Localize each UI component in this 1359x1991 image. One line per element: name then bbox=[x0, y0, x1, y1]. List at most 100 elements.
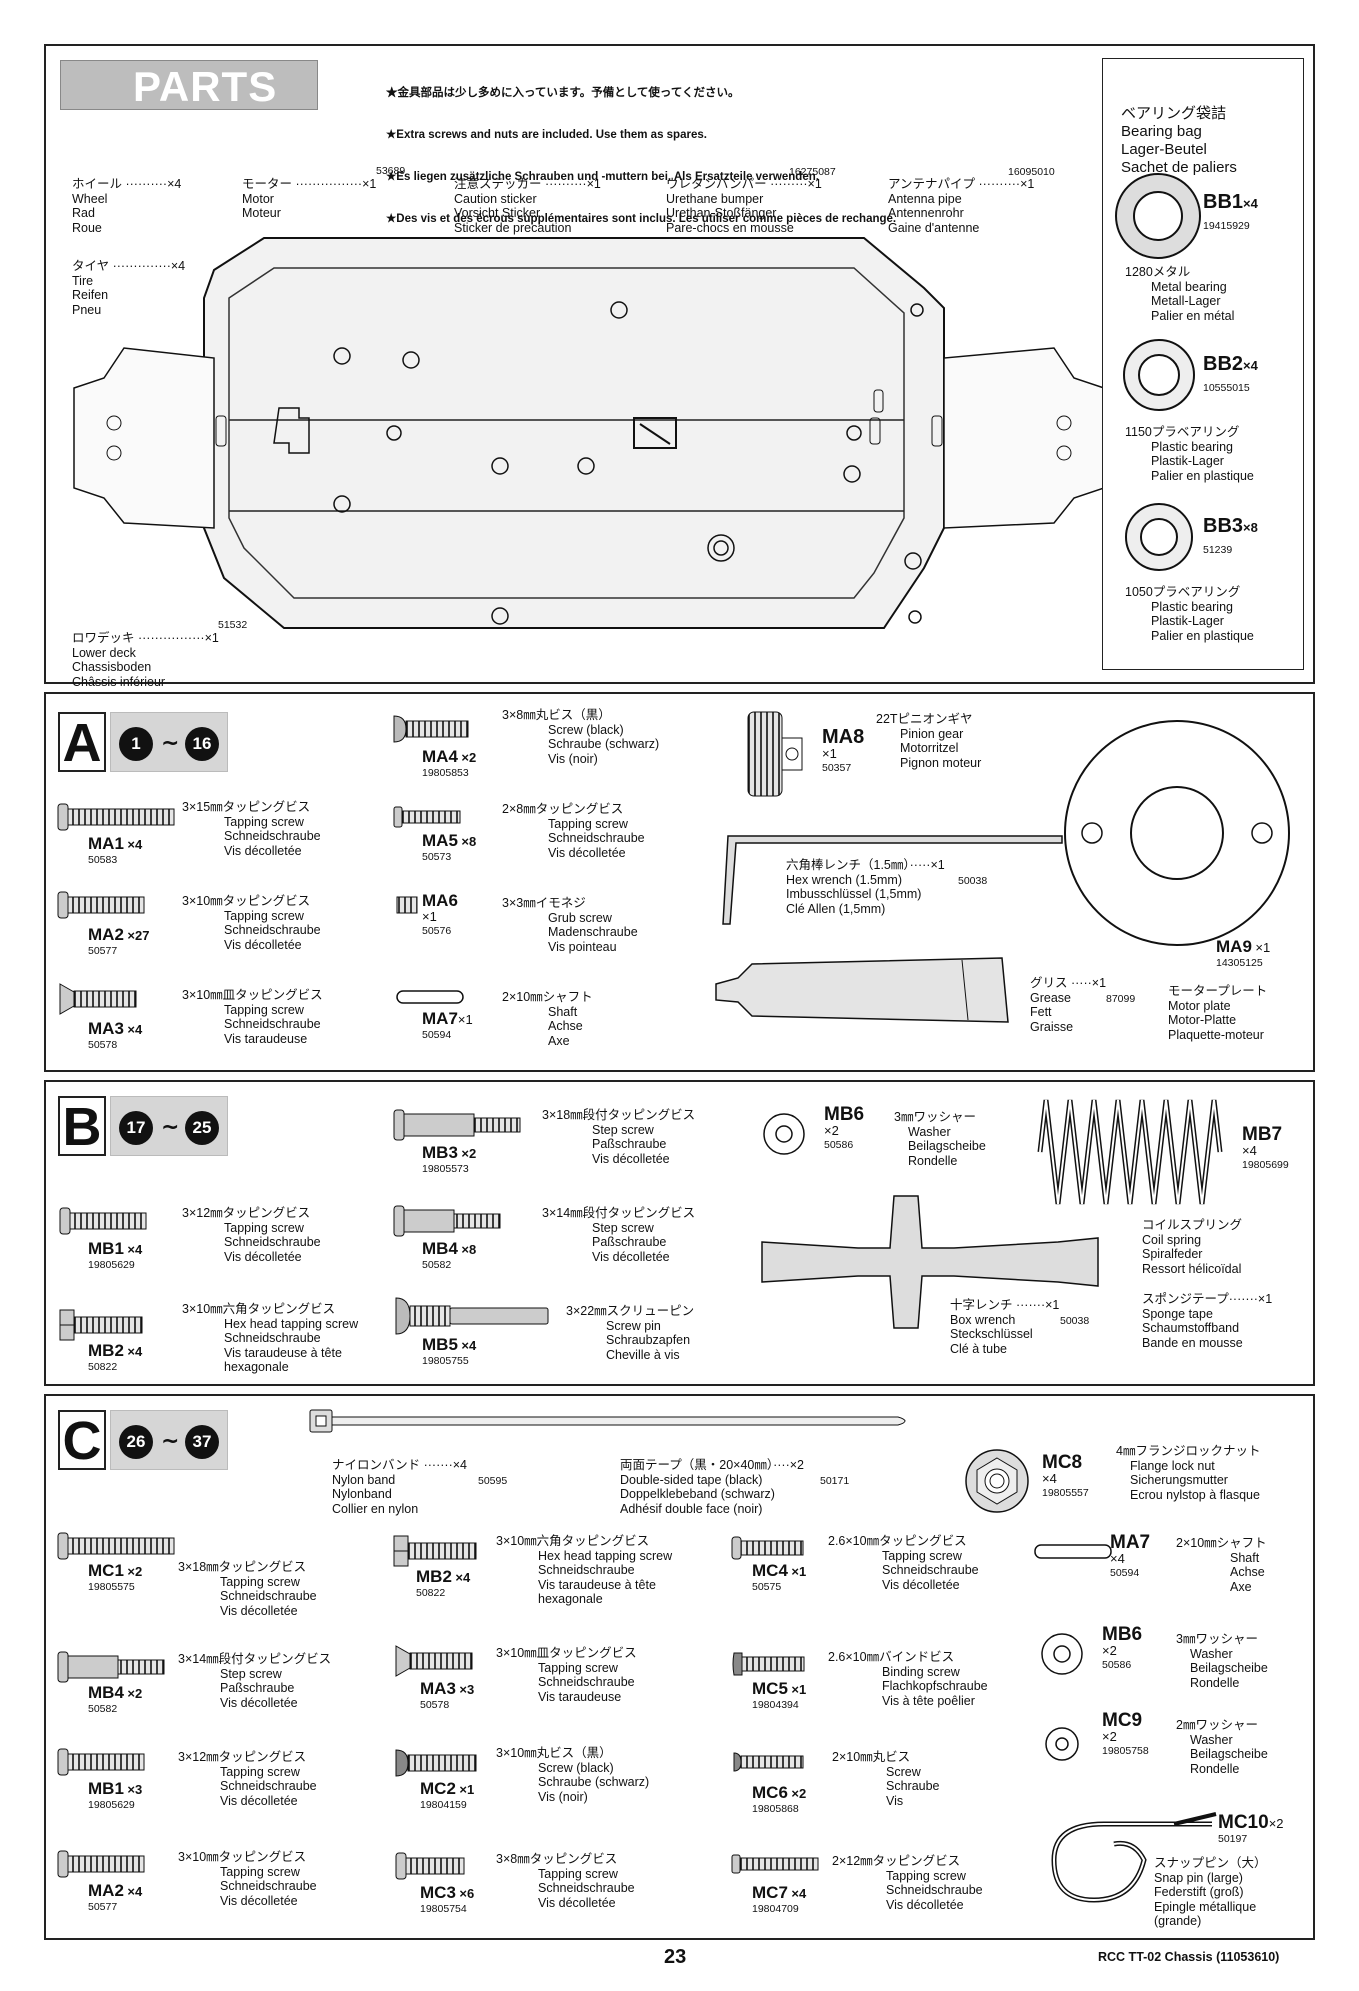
mc5-count: ×1 bbox=[791, 1682, 807, 1697]
mc10-snap-pin-icon bbox=[1051, 1812, 1217, 1903]
mc10-desc-de: Federstift (groß) bbox=[1154, 1885, 1244, 1899]
mc1-desc-en: Tapping screw bbox=[220, 1574, 300, 1589]
mc6-count: ×2 bbox=[791, 1786, 807, 1801]
bumper-de: Urethan-Stoßfänger bbox=[666, 206, 777, 220]
mc7-number: 19804709 bbox=[752, 1902, 799, 1915]
mc3-desc-fr: Vis décolletée bbox=[538, 1895, 616, 1910]
ma6-count: ×1 bbox=[422, 908, 437, 924]
mc8-desc-de: Sicherungsmutter bbox=[1130, 1473, 1228, 1487]
parts-title: PARTS bbox=[133, 63, 278, 110]
mc4-desc-fr: Vis décolletée bbox=[882, 1577, 960, 1592]
lower-deck-drawing bbox=[73, 237, 1105, 629]
mc6-desc-de: Schraube bbox=[886, 1779, 940, 1793]
ma7-desc-de: Achse bbox=[548, 1019, 583, 1033]
sticker-jp: 注意ステッカー ··········×1 bbox=[454, 177, 601, 191]
ma6-desc-jp: 3×3㎜イモネジ bbox=[502, 896, 586, 910]
sponge-desc-fr: Bande en mousse bbox=[1142, 1335, 1243, 1350]
mb1-screw-icon bbox=[59, 1207, 147, 1235]
mc1-count: ×2 bbox=[127, 1564, 143, 1579]
mb5-desc-en: Screw pin bbox=[606, 1318, 661, 1333]
mc9-desc-jp: 2㎜ワッシャー bbox=[1176, 1718, 1258, 1732]
mc5-desc-jp: 2.6×10㎜バインドビス bbox=[828, 1650, 955, 1664]
mb4-code: MB4 bbox=[422, 1239, 458, 1258]
bb2-icon bbox=[1123, 339, 1195, 411]
ma8-desc-en: Pinion gear bbox=[900, 726, 964, 741]
note-fr: ★Des vis et des écrous supplémentaires s… bbox=[386, 213, 897, 225]
ma9-desc-jp: モータープレート bbox=[1168, 984, 1268, 998]
parts-section: PARTS ★金具部品は少し多めに入っています。予備として使ってください。 ★E… bbox=[44, 44, 1315, 689]
ma7-shaft-icon bbox=[396, 990, 464, 1004]
mc5-number: 19804394 bbox=[752, 1698, 799, 1711]
mb6-desc-jp: 3㎜ワッシャー bbox=[894, 1110, 976, 1124]
mc10-desc-fr: Epingle métallique bbox=[1154, 1899, 1257, 1914]
mb5-count: ×4 bbox=[461, 1338, 477, 1353]
ma1-number: 50583 bbox=[88, 853, 118, 866]
box-desc-en: Box wrench bbox=[950, 1312, 1016, 1327]
mc-mb2-desc-de: Schneidschraube bbox=[538, 1563, 635, 1577]
bag-b-steps: 17 ~ 25 bbox=[110, 1096, 228, 1156]
wheel-de: Rad bbox=[72, 206, 95, 220]
ma2-count: ×27 bbox=[127, 928, 150, 943]
ma5-code: MA5 bbox=[422, 831, 458, 850]
mb2-code: MB2 bbox=[88, 1341, 124, 1360]
mb6-count: ×2 bbox=[824, 1122, 839, 1138]
mc-mb2-desc-en: Hex head tapping screw bbox=[538, 1548, 673, 1563]
mb3-desc-fr: Vis décolletée bbox=[592, 1151, 670, 1166]
mc1-screw-icon bbox=[57, 1532, 175, 1560]
mc9-washer-icon bbox=[1045, 1727, 1079, 1761]
bb3-code: BB3 bbox=[1203, 515, 1244, 537]
nylon-band-icon bbox=[309, 1409, 906, 1433]
page-number: 23 bbox=[664, 1946, 687, 1968]
mb3-count: ×2 bbox=[461, 1146, 477, 1161]
mc-mb4-desc-de: Paßschraube bbox=[220, 1681, 295, 1695]
tire-fr: Pneu bbox=[72, 302, 102, 317]
mb1-code: MB1 bbox=[88, 1239, 124, 1258]
bearing-title-jp: ベアリング袋詰 bbox=[1121, 105, 1227, 122]
mc1-desc-de: Schneidschraube bbox=[220, 1589, 317, 1603]
mb2-count: ×4 bbox=[127, 1344, 143, 1359]
bb3-icon bbox=[1125, 503, 1193, 571]
bb3-number: 51239 bbox=[1203, 544, 1233, 556]
bb3-label: BB3×8 bbox=[1203, 516, 1258, 536]
bag-a-letter: A bbox=[58, 712, 106, 772]
ma8-number: 50357 bbox=[822, 762, 852, 774]
mb3-desc-jp: 3×18㎜段付タッピングビス bbox=[542, 1108, 696, 1122]
bb1-desc-en: Metal bearing bbox=[1151, 279, 1227, 294]
mc-mb2-code: MB2 bbox=[416, 1567, 452, 1586]
mb3-code: MB3 bbox=[422, 1143, 458, 1162]
sticker-de: Vorsicht Sticker bbox=[454, 206, 541, 220]
mb4-count: ×8 bbox=[461, 1242, 477, 1257]
ma1-code: MA1 bbox=[88, 834, 124, 853]
bb1-label: BB1×4 bbox=[1203, 192, 1258, 212]
tire-de: Reifen bbox=[72, 288, 109, 302]
motor-number: 53689 bbox=[376, 165, 406, 177]
note-jp: ★金具部品は少し多めに入っています。予備として使ってください。 bbox=[386, 87, 740, 99]
mc8-flange-nut-icon bbox=[965, 1449, 1029, 1513]
nylon-desc-en: Nylon band bbox=[332, 1472, 396, 1487]
mb1-screw-icon bbox=[57, 1748, 145, 1776]
mb3-number: 19805573 bbox=[422, 1162, 469, 1175]
mc9-code: MC9 bbox=[1102, 1710, 1143, 1731]
mc6-desc-fr: Vis bbox=[886, 1793, 904, 1808]
motor-jp: モーター ················×1 bbox=[242, 177, 377, 191]
tire-jp: タイヤ ··············×4 bbox=[72, 259, 186, 273]
